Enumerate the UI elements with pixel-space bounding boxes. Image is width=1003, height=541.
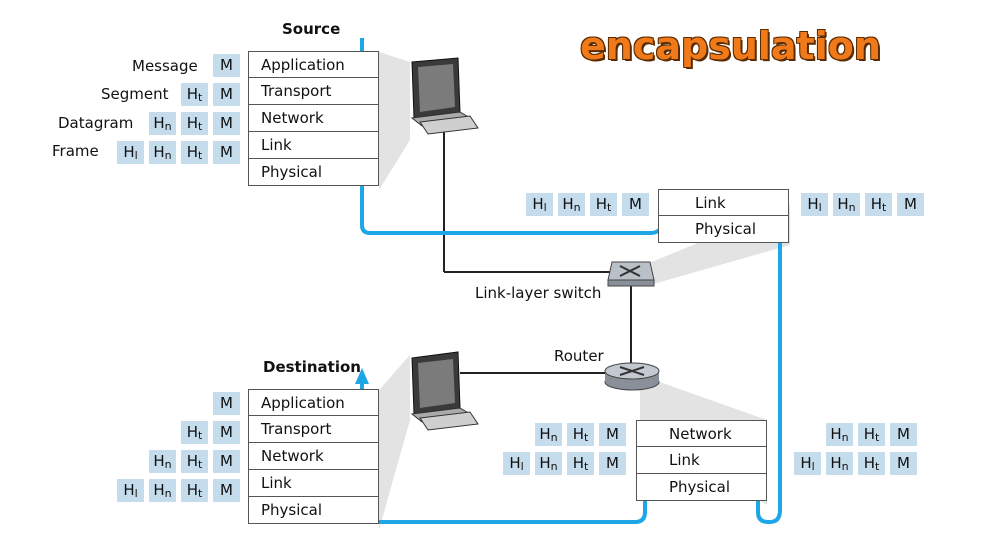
pdu-message-label: Message bbox=[132, 57, 198, 75]
header-ht: Ht bbox=[567, 423, 594, 446]
destination-label: Destination bbox=[263, 358, 361, 376]
header-ht: Ht bbox=[181, 421, 208, 444]
router-stack: Network Link Physical bbox=[636, 420, 767, 501]
path-arrowhead bbox=[355, 368, 369, 384]
switch-layer-physical: Physical bbox=[658, 216, 789, 243]
header-m: M bbox=[622, 193, 649, 216]
router-label: Router bbox=[554, 347, 604, 365]
source-layer-network: Network bbox=[248, 105, 379, 132]
header-ht: Ht bbox=[567, 452, 594, 475]
router-layer-physical: Physical bbox=[636, 474, 767, 501]
header-hl: Hl bbox=[117, 479, 144, 502]
router-icon bbox=[604, 362, 660, 391]
header-ht: Ht bbox=[590, 193, 617, 216]
header-m: M bbox=[213, 421, 240, 444]
router-layer-link: Link bbox=[636, 447, 767, 474]
header-ht: Ht bbox=[181, 450, 208, 473]
header-hn: Hn bbox=[149, 141, 176, 164]
header-hn: Hn bbox=[149, 450, 176, 473]
destination-layer-network: Network bbox=[248, 443, 379, 470]
header-hn: Hn bbox=[826, 452, 853, 475]
destination-layer-application: Application bbox=[248, 389, 379, 416]
header-hn: Hn bbox=[535, 452, 562, 475]
header-ht: Ht bbox=[181, 83, 208, 106]
source-layer-transport: Transport bbox=[248, 78, 379, 105]
header-m: M bbox=[897, 193, 924, 216]
header-hl: Hl bbox=[117, 141, 144, 164]
header-m: M bbox=[213, 450, 240, 473]
source-label: Source bbox=[282, 20, 341, 38]
switch-icon bbox=[607, 261, 655, 287]
header-m: M bbox=[890, 423, 917, 446]
destination-shade bbox=[379, 355, 410, 530]
destination-layer-link: Link bbox=[248, 470, 379, 497]
header-m: M bbox=[213, 392, 240, 415]
header-hl: Hl bbox=[503, 452, 530, 475]
router-layer-network: Network bbox=[636, 420, 767, 447]
source-stack: Application Transport Network Link Physi… bbox=[248, 51, 379, 186]
header-m: M bbox=[213, 54, 240, 77]
header-hn: Hn bbox=[149, 112, 176, 135]
header-hl: Hl bbox=[526, 193, 553, 216]
header-m: M bbox=[213, 141, 240, 164]
header-m: M bbox=[599, 423, 626, 446]
destination-computer-icon bbox=[410, 351, 479, 431]
pdu-frame-label: Frame bbox=[52, 142, 99, 160]
header-m: M bbox=[213, 479, 240, 502]
header-ht: Ht bbox=[181, 479, 208, 502]
diagram-title: encapsulation bbox=[580, 24, 881, 68]
header-hl: Hl bbox=[794, 452, 821, 475]
source-layer-physical: Physical bbox=[248, 159, 379, 186]
header-hn: Hn bbox=[149, 479, 176, 502]
header-ht: Ht bbox=[181, 112, 208, 135]
destination-layer-transport: Transport bbox=[248, 416, 379, 443]
source-computer-icon bbox=[410, 57, 479, 135]
header-m: M bbox=[213, 83, 240, 106]
destination-stack: Application Transport Network Link Physi… bbox=[248, 389, 379, 524]
destination-layer-physical: Physical bbox=[248, 497, 379, 524]
header-m: M bbox=[213, 112, 240, 135]
source-layer-application: Application bbox=[248, 51, 379, 78]
header-ht: Ht bbox=[858, 423, 885, 446]
header-m: M bbox=[890, 452, 917, 475]
header-hn: Hn bbox=[833, 193, 860, 216]
header-hl: Hl bbox=[801, 193, 828, 216]
switch-stack: Link Physical bbox=[658, 189, 789, 243]
header-ht: Ht bbox=[858, 452, 885, 475]
header-hn: Hn bbox=[558, 193, 585, 216]
header-hn: Hn bbox=[535, 423, 562, 446]
header-m: M bbox=[599, 452, 626, 475]
pdu-datagram-label: Datagram bbox=[58, 114, 134, 132]
pdu-segment-label: Segment bbox=[101, 85, 169, 103]
source-shade bbox=[379, 52, 410, 190]
source-layer-link: Link bbox=[248, 132, 379, 159]
header-ht: Ht bbox=[865, 193, 892, 216]
switch-label: Link-layer switch bbox=[475, 284, 602, 302]
header-hn: Hn bbox=[826, 423, 853, 446]
switch-layer-link: Link bbox=[658, 189, 789, 216]
header-ht: Ht bbox=[181, 141, 208, 164]
